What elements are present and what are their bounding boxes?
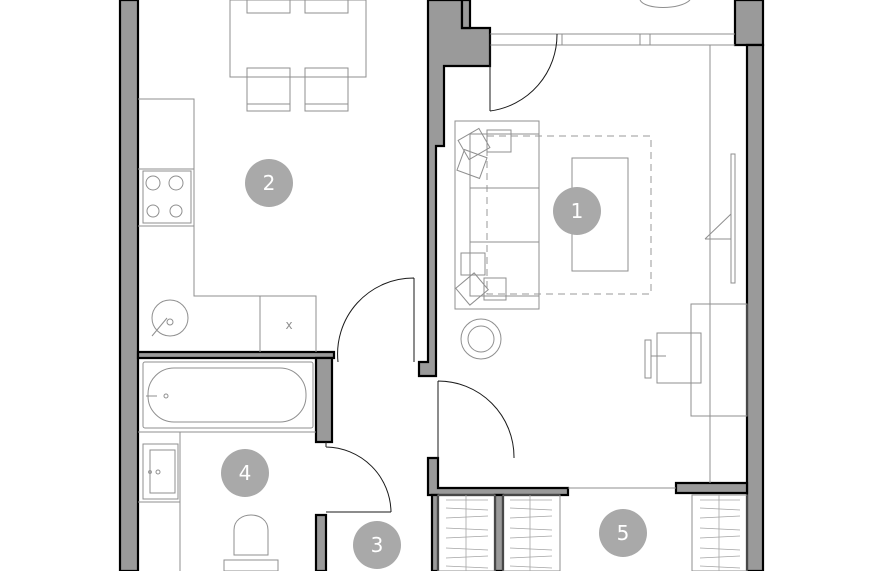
top-wall-left	[460, 0, 472, 30]
svg-text:5: 5	[617, 521, 630, 545]
chair	[246, 67, 291, 112]
living-bottom-wall-right	[674, 481, 749, 495]
bathroom	[138, 361, 316, 571]
balcony-wall-1	[493, 493, 505, 571]
room-badge-2: 2	[245, 159, 293, 207]
radiator-middle	[502, 494, 561, 571]
sofa-seat	[469, 133, 540, 297]
door-living	[437, 380, 515, 458]
burner	[145, 175, 161, 191]
walls	[118, 0, 765, 571]
toilet-tank	[223, 559, 279, 571]
pillow	[460, 252, 486, 276]
door-living-top	[489, 33, 558, 112]
door-bathroom	[325, 442, 392, 513]
svg-text:4: 4	[239, 461, 252, 485]
chair	[304, 67, 349, 112]
desk	[690, 303, 748, 417]
partition-kitchen-bath	[136, 350, 336, 360]
radiator-right	[691, 494, 748, 571]
room-badge-1: 1	[553, 187, 601, 235]
sofa-cushions	[470, 187, 539, 243]
svg-text:1: 1	[571, 199, 584, 223]
outer-wall-left	[118, 0, 140, 571]
room-badge-5: 5	[599, 509, 647, 557]
tv-icon	[704, 153, 736, 284]
bathtub-inner	[147, 367, 307, 423]
floor-lamp-icon	[460, 318, 502, 360]
kitchen: x	[138, 0, 367, 352]
balcony	[437, 494, 748, 571]
door-kitchen	[337, 277, 415, 363]
doors	[325, 33, 558, 513]
svg-text:3: 3	[371, 533, 384, 557]
window-top	[490, 33, 735, 46]
sofa	[454, 120, 540, 310]
rug	[486, 135, 652, 295]
living-bottom-wall-left	[426, 456, 570, 497]
pillow	[456, 148, 488, 180]
sink-icon	[151, 299, 189, 337]
cooktop-icon	[142, 170, 192, 224]
round-object-icon	[639, 0, 691, 8]
outer-wall-right	[733, 0, 765, 47]
radiator-left	[437, 494, 496, 571]
svg-text:2: 2	[263, 171, 276, 195]
burner	[169, 204, 183, 218]
room-badges: 1 2 3 4 5	[221, 159, 647, 569]
room-badge-4: 4	[221, 449, 269, 497]
windows	[490, 33, 735, 489]
toilet-icon	[233, 514, 269, 556]
burner	[146, 204, 160, 218]
balcony-wall-2	[430, 493, 440, 571]
sink-tap	[151, 317, 168, 337]
room-badge-3: 3	[353, 521, 401, 569]
bath-wall-right-bottom	[314, 513, 328, 571]
bath-divider	[138, 431, 316, 571]
bath-wall-right-top	[314, 356, 334, 444]
kitchen-counter	[138, 98, 317, 352]
pillow	[455, 272, 489, 306]
washbasin-tap	[148, 470, 152, 474]
outer-wall-right-long	[745, 43, 765, 571]
chair	[304, 0, 349, 14]
bathtub-drain	[163, 393, 169, 399]
washer-mark: x	[285, 318, 292, 332]
floor-lamp-inner	[467, 325, 495, 353]
washbasin-icon	[142, 443, 179, 500]
dining-table	[229, 0, 367, 78]
pillow	[483, 277, 507, 301]
desk-chair	[656, 332, 702, 384]
sink-drain	[166, 318, 174, 326]
pillow	[486, 129, 512, 153]
burner	[168, 175, 184, 191]
pillow	[457, 127, 491, 161]
washbasin-bowl	[149, 449, 176, 494]
desk-chair-back	[644, 339, 666, 379]
living-room	[454, 0, 748, 417]
bathtub-icon	[142, 361, 314, 429]
washbasin-drain	[155, 469, 161, 475]
chair	[246, 0, 291, 14]
